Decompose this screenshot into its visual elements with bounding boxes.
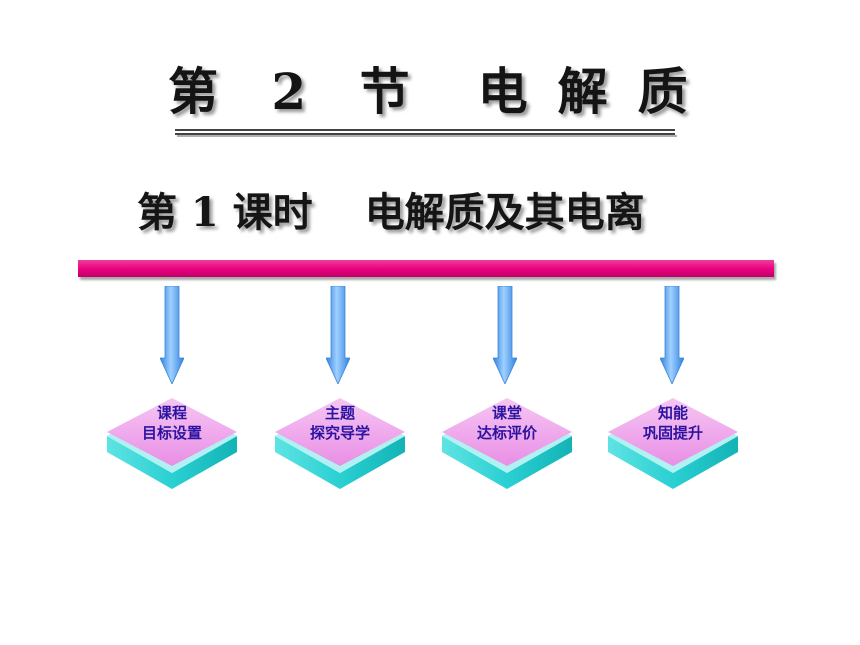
arrow-down-icon <box>326 286 350 384</box>
nav-label: 知能 巩固提升 <box>642 404 703 442</box>
nav-course-goals-button[interactable]: 课程 目标设置 <box>107 398 237 494</box>
title-underline <box>175 129 677 137</box>
nav-label: 主题 探究导学 <box>309 404 370 442</box>
section-number: 第 2 节 <box>168 62 428 121</box>
lesson-topic: 电解质及其电离 <box>364 189 645 236</box>
divider-bar <box>78 260 774 277</box>
nav-label: 课堂 达标评价 <box>476 404 537 442</box>
nav-consolidation-button[interactable]: 知能 巩固提升 <box>608 398 738 494</box>
nav-topic-guide-button[interactable]: 主题 探究导学 <box>275 398 405 494</box>
lesson-subtitle: 第 1 课时 电解质及其电离 <box>137 185 645 241</box>
section-name: 电解质 <box>477 62 718 121</box>
lesson-number: 第 1 课时 <box>137 189 313 236</box>
diamond-icon <box>442 398 572 489</box>
nav-class-assessment-button[interactable]: 课堂 达标评价 <box>442 398 572 494</box>
arrow-down-icon <box>160 286 184 384</box>
arrow-down-icon <box>660 286 684 384</box>
page-title: 第 2 节电解质 <box>168 58 688 126</box>
arrow-down-icon <box>493 286 517 384</box>
nav-label: 课程 目标设置 <box>141 404 202 442</box>
diamond-icon <box>275 398 405 489</box>
diamond-icon <box>107 398 237 489</box>
diamond-icon <box>608 398 738 489</box>
